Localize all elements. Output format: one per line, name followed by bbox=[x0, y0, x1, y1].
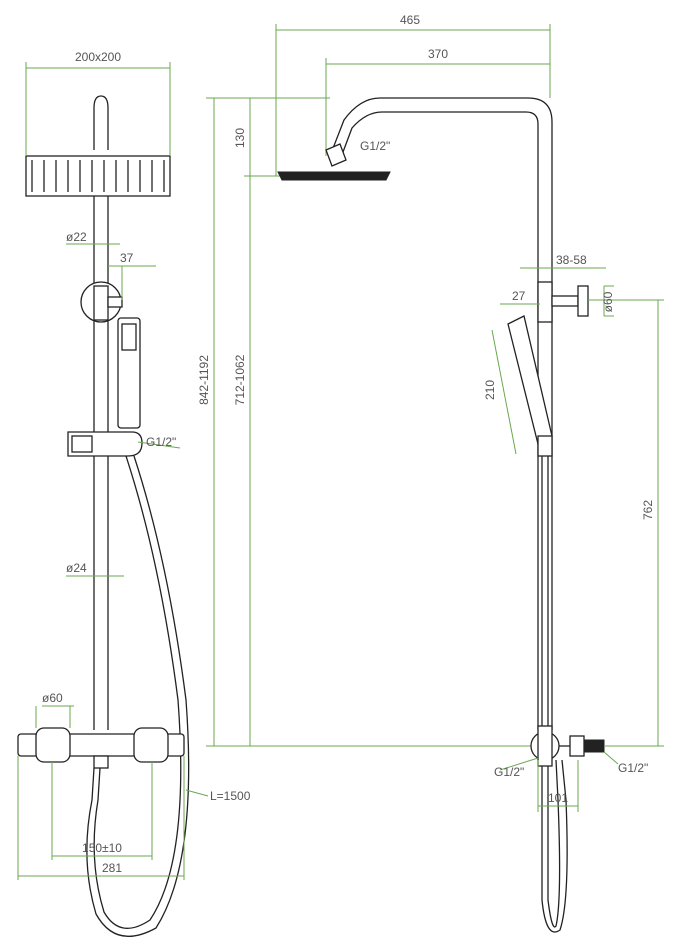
side-hose bbox=[541, 456, 568, 933]
front-pipe-top bbox=[93, 95, 109, 150]
front-mixer-right-handle bbox=[133, 727, 169, 763]
front-view bbox=[17, 95, 190, 937]
dim-head-size: 200x200 bbox=[75, 50, 121, 64]
dim-arm-length: 370 bbox=[428, 47, 448, 61]
side-hand-holder bbox=[537, 435, 553, 457]
dim-mixer-width: 281 bbox=[102, 861, 122, 875]
front-dimension-labels: 200x200 ø22 37 G1/2" ø24 ø60 L=1500 150±… bbox=[42, 50, 251, 875]
dim-inlet-connector: G1/2" bbox=[618, 761, 648, 775]
dim-wall-bracket-diameter: ø60 bbox=[601, 291, 615, 312]
side-inlet-fitting bbox=[583, 739, 605, 753]
side-head-connector bbox=[325, 143, 347, 167]
height-dimensions bbox=[206, 24, 551, 747]
front-hand-shower bbox=[117, 317, 141, 429]
dim-valve-depth: 101 bbox=[548, 791, 568, 805]
front-hose bbox=[93, 455, 182, 929]
side-inlet-nut bbox=[569, 735, 585, 757]
side-view bbox=[277, 97, 605, 933]
side-arm-inner bbox=[339, 111, 539, 730]
side-shower-head bbox=[277, 171, 391, 181]
side-dimension-labels: G1/2" 38-58 ø60 27 210 762 G1/2" G1/2" 1… bbox=[360, 139, 655, 805]
dim-pipe-bottom-diameter: ø24 bbox=[66, 561, 87, 575]
dim-wall-offset: 38-58 bbox=[556, 253, 587, 267]
front-hose-outer bbox=[86, 455, 190, 937]
side-bracket-arm bbox=[551, 295, 579, 307]
side-bracket-plate bbox=[577, 285, 589, 317]
dim-centers: 150±10 bbox=[82, 841, 122, 855]
dim-valve-diameter: ø60 bbox=[42, 691, 63, 705]
dim-hand-connector: G1/2" bbox=[146, 435, 176, 449]
front-hand-shower-face bbox=[121, 323, 137, 351]
side-hand-shower bbox=[507, 315, 553, 445]
dim-head-connector: G1/2" bbox=[360, 139, 390, 153]
dim-head-drop: 130 bbox=[233, 128, 247, 148]
front-upper-bracket-pin bbox=[107, 296, 123, 308]
front-mixer-left-handle bbox=[35, 727, 71, 763]
dim-holder-offset: 37 bbox=[120, 251, 134, 265]
dim-outlet-connector: G1/2" bbox=[494, 765, 524, 779]
front-slider-knob bbox=[71, 435, 93, 453]
side-hose-inner bbox=[547, 456, 561, 928]
dim-pipe-top-diameter: ø22 bbox=[66, 230, 87, 244]
dim-total-height: 842-1192 bbox=[197, 355, 211, 405]
front-mixer-outlet bbox=[93, 755, 109, 769]
dim-head-height: 712-1062 bbox=[233, 354, 247, 405]
front-shower-head bbox=[25, 155, 171, 197]
side-arm-outer bbox=[329, 97, 553, 730]
front-head-nozzles bbox=[31, 160, 165, 192]
dim-hand-shower-width: 27 bbox=[512, 289, 526, 303]
side-bracket-sleeve bbox=[537, 281, 553, 323]
side-mixer-column bbox=[537, 725, 553, 767]
front-dimensions bbox=[17, 62, 209, 880]
front-upper-bracket-sleeve bbox=[93, 285, 109, 321]
dim-hand-shower-length: 210 bbox=[483, 380, 497, 400]
height-dimension-labels: 842-1192 712-1062 130 465 370 bbox=[197, 13, 448, 405]
dim-hose-length: L=1500 bbox=[210, 789, 251, 803]
dim-arm-reach: 465 bbox=[400, 13, 420, 27]
side-dimensions bbox=[491, 267, 664, 812]
dim-bracket-height: 762 bbox=[641, 500, 655, 520]
